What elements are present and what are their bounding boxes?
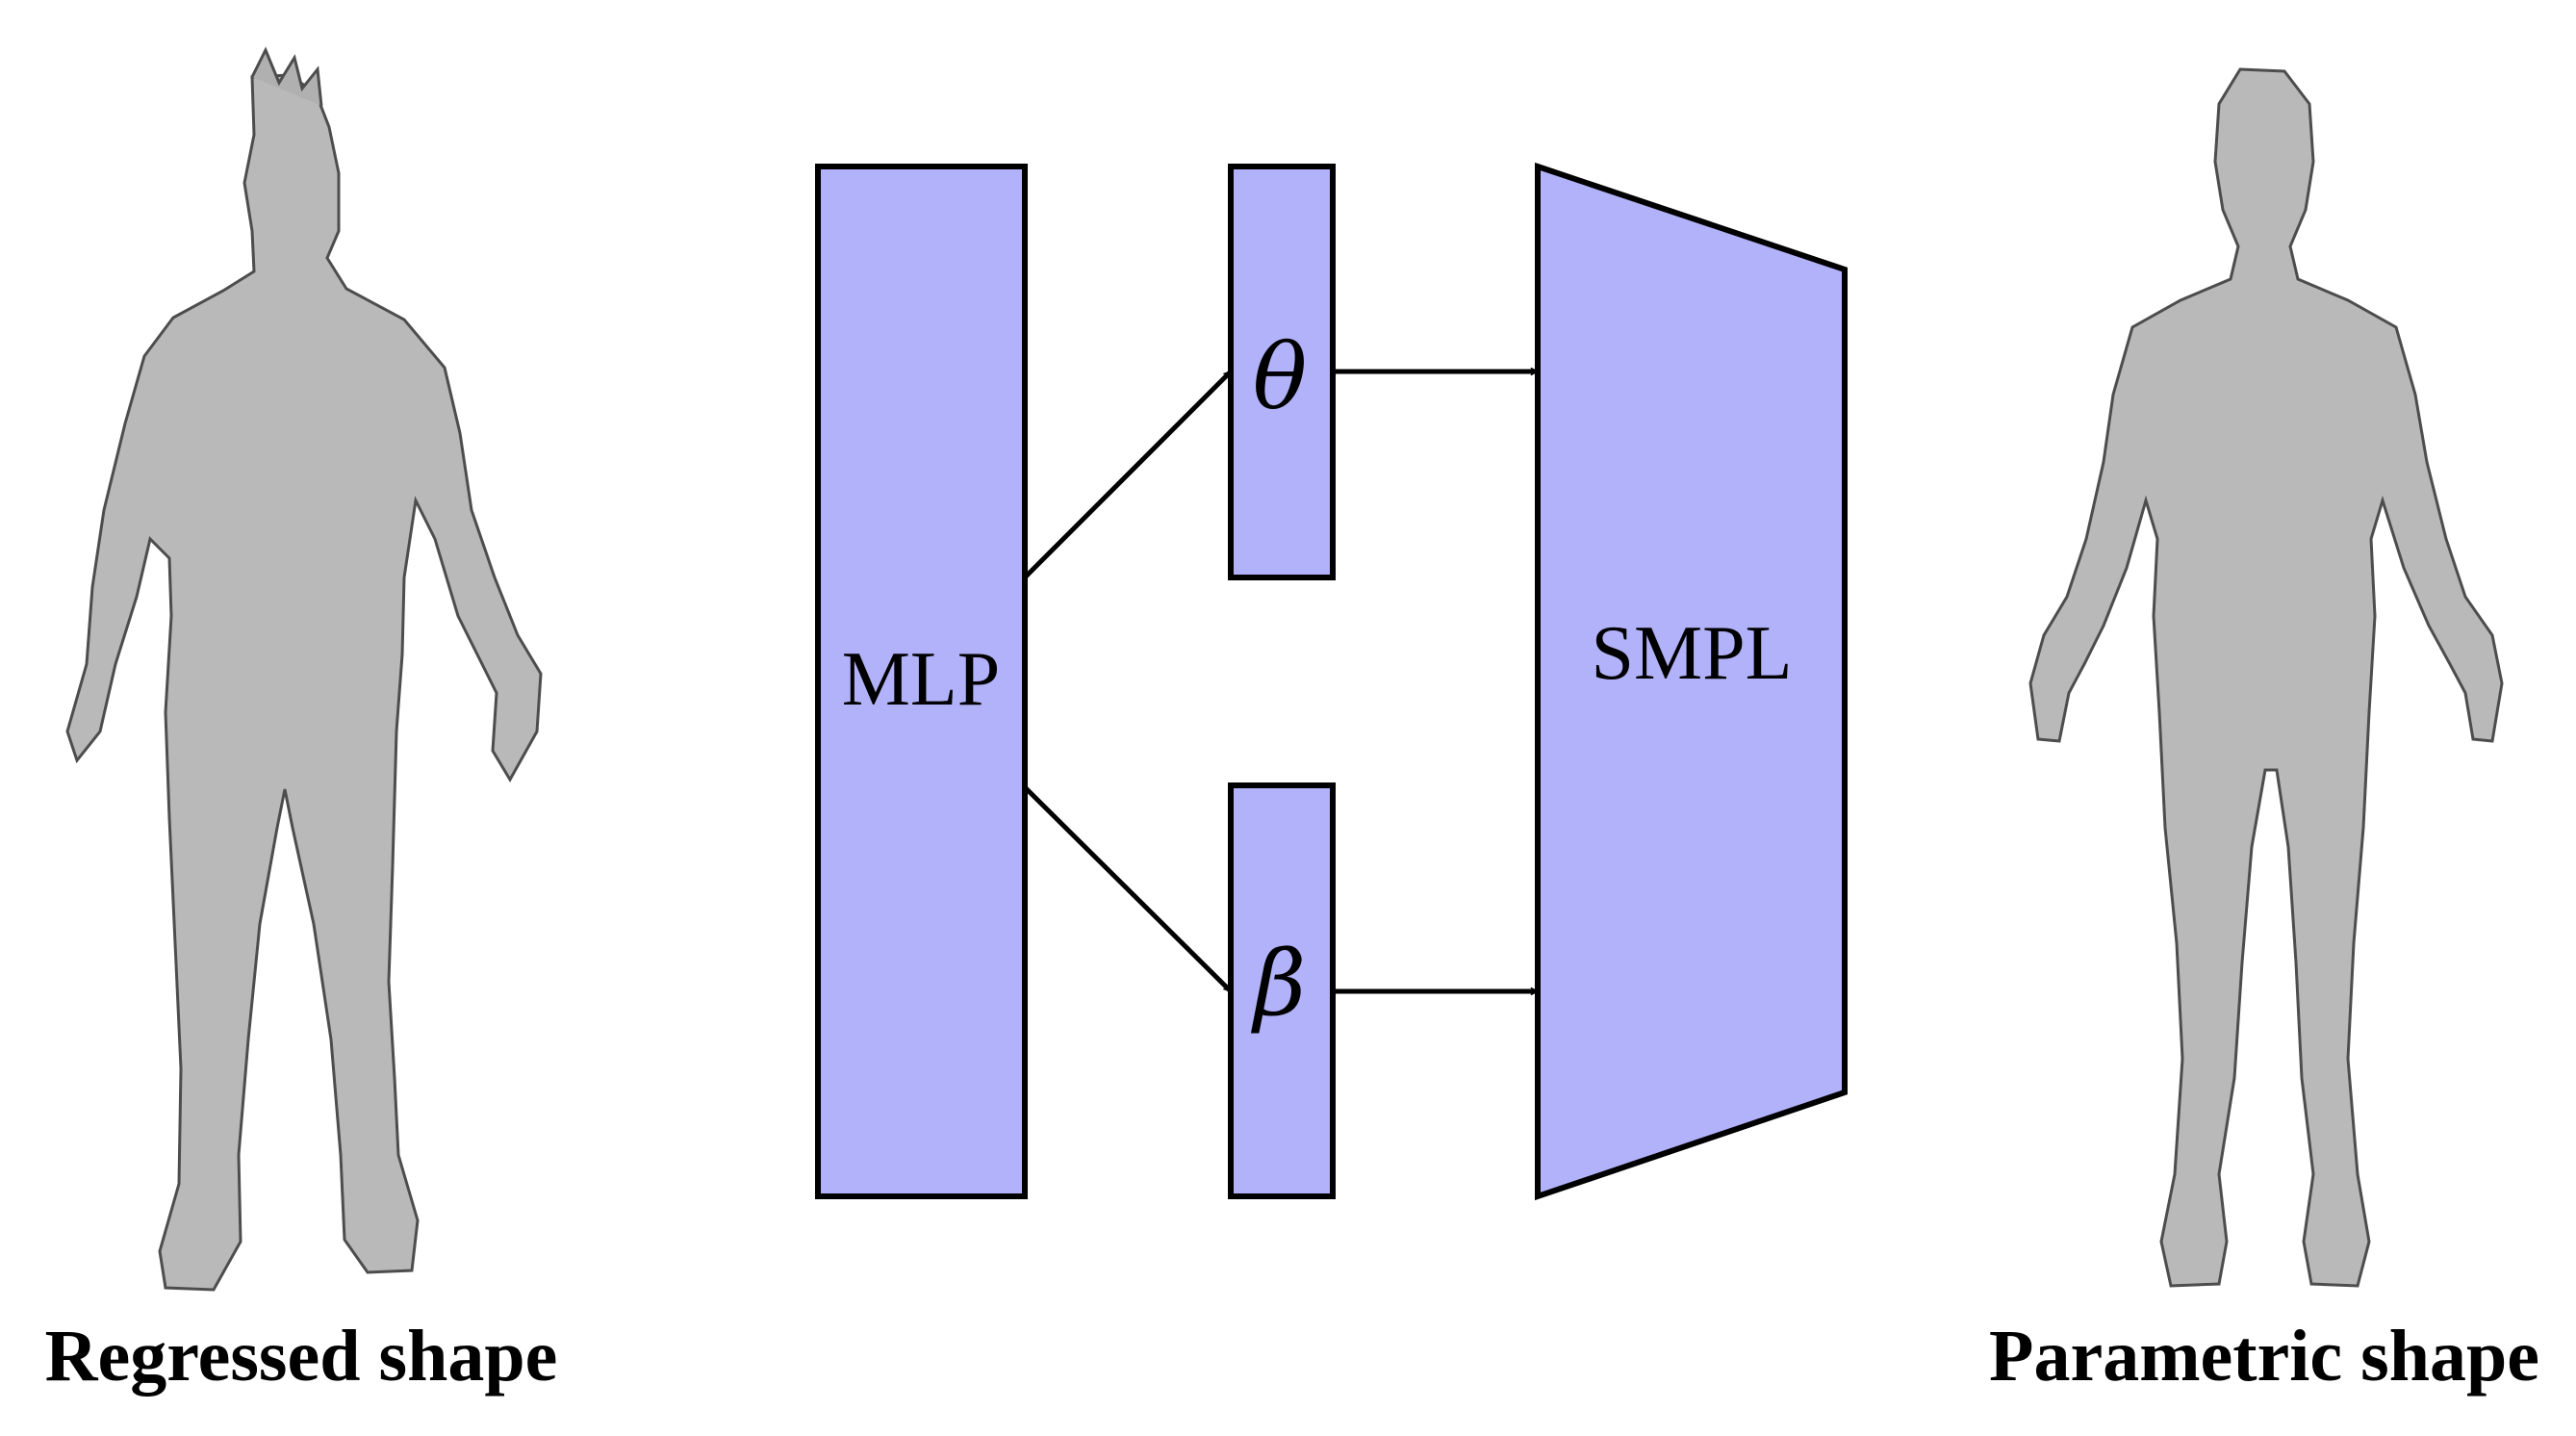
mlp-label: MLP bbox=[842, 637, 1001, 722]
regressed-body-mesh bbox=[65, 46, 543, 1292]
regressed-shape-caption: Regressed shape bbox=[45, 1316, 558, 1397]
arrow-mlp-to-beta bbox=[1023, 785, 1233, 993]
theta-label: θ bbox=[1253, 325, 1308, 430]
parametric-shape-caption: Parametric shape bbox=[1989, 1316, 2539, 1397]
arrow-mlp-to-theta bbox=[1023, 370, 1233, 579]
beta-label: β bbox=[1251, 932, 1306, 1037]
beta-block: β bbox=[1228, 782, 1336, 1199]
parametric-body-mesh bbox=[2028, 67, 2504, 1288]
mlp-block: MLP bbox=[815, 164, 1028, 1199]
smpl-label: SMPL bbox=[1592, 611, 1793, 696]
smpl-block: SMPL bbox=[1535, 162, 1848, 1201]
theta-block: θ bbox=[1228, 164, 1336, 580]
connector-arrows bbox=[1023, 370, 1538, 993]
